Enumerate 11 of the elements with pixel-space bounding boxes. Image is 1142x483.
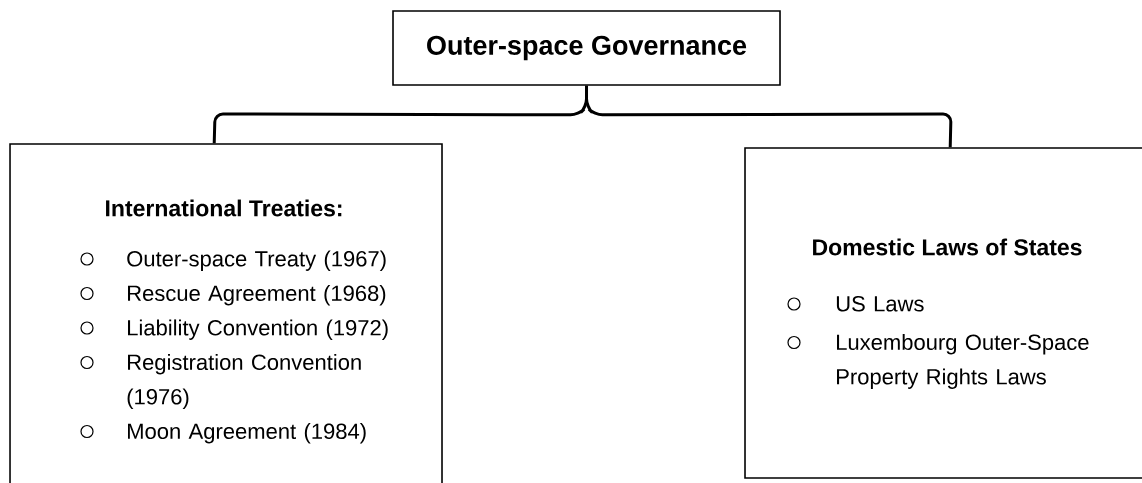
list-item: Registration Convention (1976) (127, 353, 361, 409)
box-heading: International Treaties: (106, 199, 342, 217)
list-item: Moon Agreement (1984) (128, 422, 366, 444)
box-heading: Domestic Laws of States (813, 238, 1082, 256)
list-item: Outer-space Treaty (1967) (127, 250, 386, 271)
list-item: Liability Convention (1972) (128, 319, 388, 340)
list-item: Rescue Agreement (1968) (128, 284, 386, 306)
brace-connector (585, 85, 953, 148)
box-title: Outer-space Governance (427, 35, 747, 61)
list-item: US Laws (836, 296, 924, 312)
list-item: Luxembourg Outer-Space Property Rights Laws (837, 333, 1089, 389)
